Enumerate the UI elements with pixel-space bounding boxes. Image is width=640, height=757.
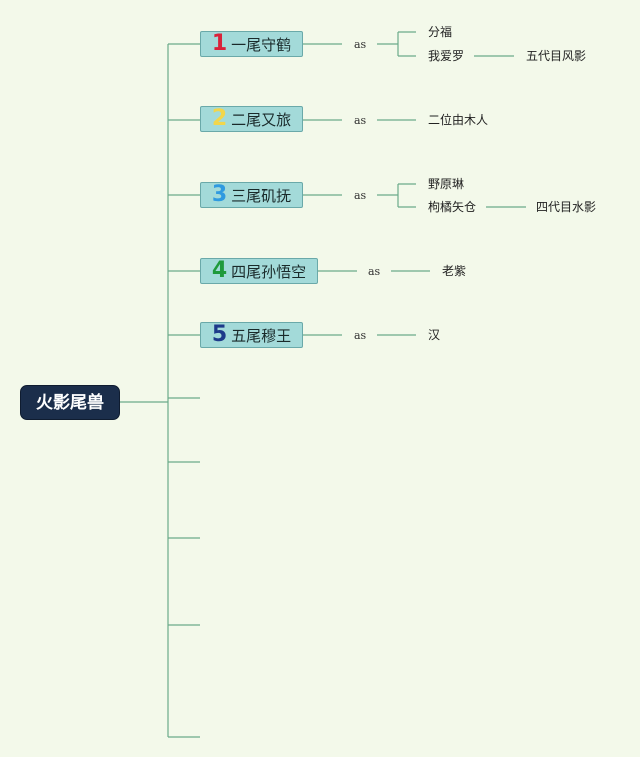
relation-as-label: as — [354, 114, 367, 127]
subtopic-yugito[interactable]: 二位由木人 — [428, 113, 489, 127]
number-one-badge: 1 — [211, 31, 228, 56]
topic-five-tails[interactable]: 5 五尾穆王 — [200, 322, 303, 348]
subtopic-yagura[interactable]: 枸橘矢仓 — [428, 200, 477, 214]
root-topic[interactable]: 火影尾兽 — [20, 385, 120, 420]
relation-as-label: as — [354, 189, 367, 202]
subtopic-han[interactable]: 汉 — [428, 328, 441, 342]
topic-three-tails[interactable]: 3 三尾矶抚 — [200, 182, 303, 208]
subtopic-roshi[interactable]: 老紫 — [442, 264, 467, 278]
subtopic-gaara[interactable]: 我爱罗 — [428, 49, 465, 63]
number-two-badge: 2 — [211, 106, 228, 131]
topic-two-tails[interactable]: 2 二尾又旅 — [200, 106, 303, 132]
number-five-badge: 5 — [211, 322, 228, 347]
relation-as-label: as — [354, 38, 367, 51]
relation-as-label: as — [368, 265, 381, 278]
topic-title: 一尾守鹤 — [231, 35, 292, 54]
topic-title: 五尾穆王 — [231, 326, 292, 345]
number-four-badge: 4 — [211, 258, 228, 283]
subtopic-fifth-kazekage[interactable]: 五代目风影 — [526, 49, 587, 63]
number-three-badge: 3 — [211, 182, 228, 207]
topic-title: 四尾孙悟空 — [231, 262, 307, 281]
topic-four-tails[interactable]: 4 四尾孙悟空 — [200, 258, 318, 284]
subtopic-rin[interactable]: 野原琳 — [428, 177, 465, 191]
topic-title: 二尾又旅 — [231, 110, 292, 129]
relation-as-label: as — [354, 329, 367, 342]
subtopic-fenfu[interactable]: 分福 — [428, 25, 453, 39]
subtopic-fourth-mizukage[interactable]: 四代目水影 — [536, 200, 597, 214]
topic-title: 三尾矶抚 — [231, 186, 292, 205]
topic-one-tail[interactable]: 1 一尾守鹤 — [200, 31, 303, 57]
